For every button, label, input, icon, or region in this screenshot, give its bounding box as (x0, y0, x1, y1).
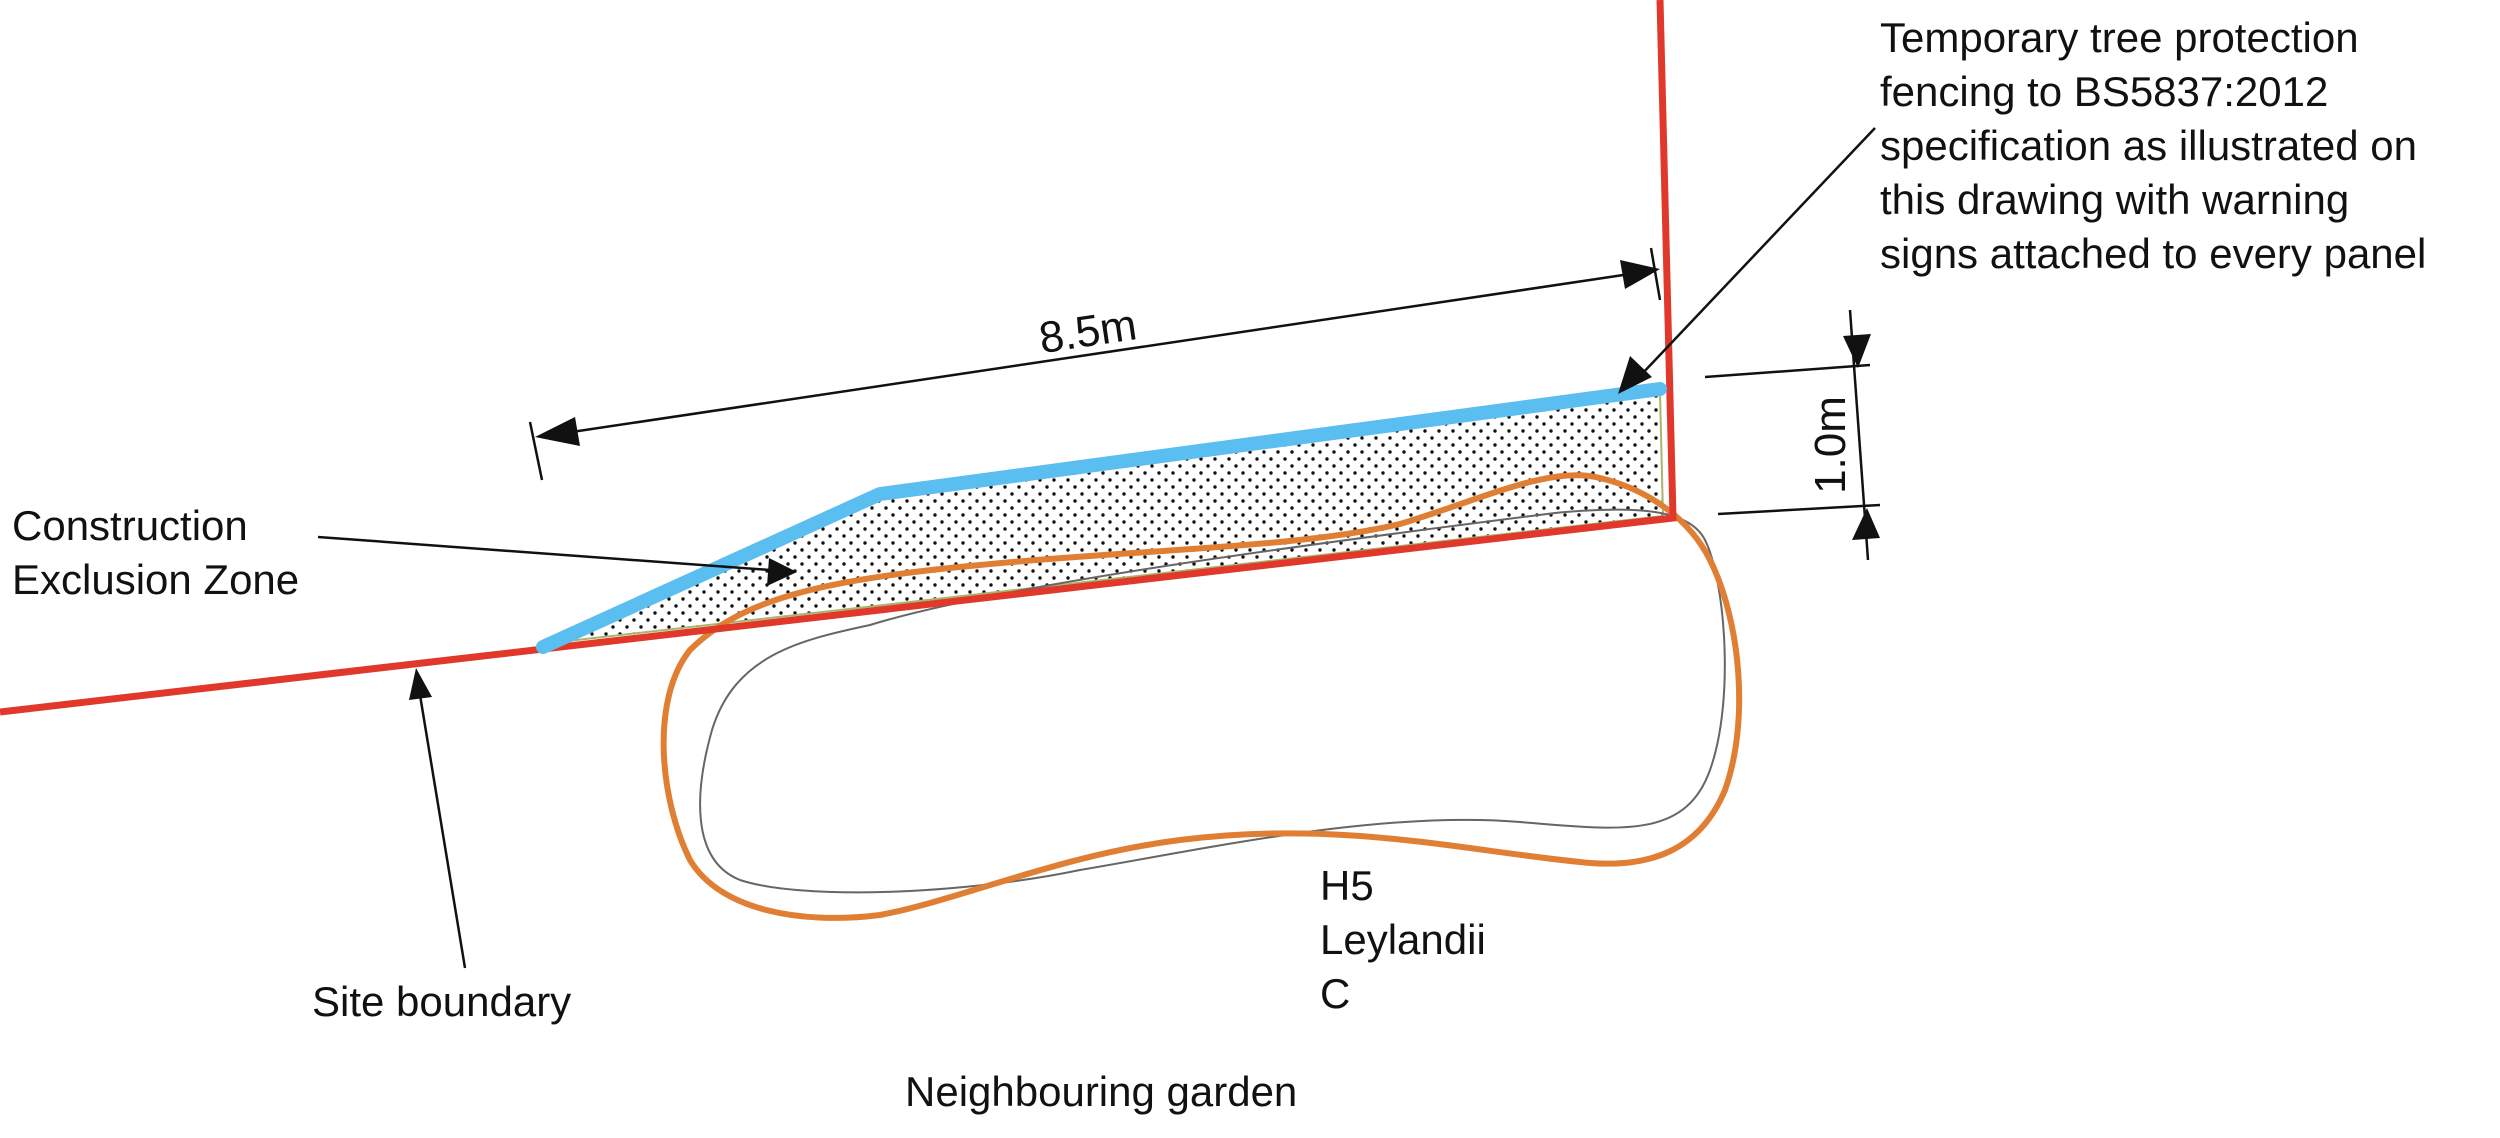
fencing-note-leader (1618, 127, 1876, 394)
fencing-note-line: specification as illustrated on (1880, 122, 2417, 169)
crown-spread-outline (699, 508, 1726, 894)
exclusion-zone-label-line: Exclusion Zone (12, 556, 299, 603)
site-boundary-label: Site boundary (312, 978, 571, 1025)
tree-species: Leylandii (1320, 916, 1486, 963)
tree-category: C (1320, 970, 1350, 1017)
width-dimension (1704, 309, 1881, 561)
width-dimension-label: 1.0m (1806, 396, 1855, 494)
fencing-note-line: this drawing with warning (1880, 176, 2349, 223)
fencing-note-line: Temporary tree protection (1880, 14, 2359, 61)
length-dimension-label: 8.5m (1036, 300, 1140, 363)
root-protection-area-outline (660, 472, 1743, 921)
tree-reference: H5 (1320, 862, 1374, 909)
fencing-note: Temporary tree protection fencing to BS5… (1880, 14, 2429, 277)
fencing-note-line: fencing to BS5837:2012 (1880, 68, 2328, 115)
exclusion-zone-label-line: Construction (12, 502, 248, 549)
site-boundary-leader (409, 668, 467, 969)
exclusion-zone-label: Construction Exclusion Zone (12, 502, 299, 603)
tree-label: H5 Leylandii C (1320, 862, 1497, 1017)
fencing-note-line: signs attached to every panel (1880, 230, 2426, 277)
exclusion-zone-leader (317, 535, 797, 586)
length-dimension (528, 247, 1662, 481)
neighbouring-garden-label: Neighbouring garden (905, 1068, 1297, 1115)
protective-fencing-line (536, 382, 1667, 654)
